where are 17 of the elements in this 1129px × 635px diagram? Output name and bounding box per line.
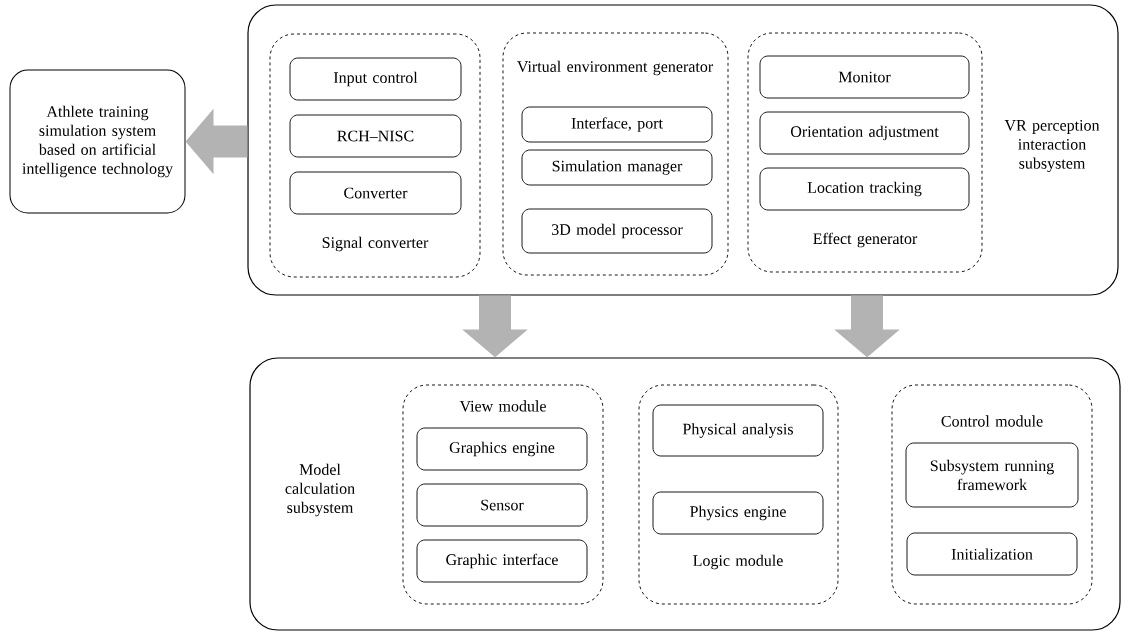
component-box: Orientation adjustment <box>759 111 970 155</box>
component-box: RCH–NISC <box>289 114 462 158</box>
component-box: Monitor <box>759 55 970 99</box>
component-box: 3D model processor <box>521 208 713 254</box>
component-box: Graphics engine <box>416 427 588 471</box>
component-box: Physics engine <box>652 491 824 535</box>
component-box: Converter <box>289 171 462 215</box>
component-box: Simulation manager <box>521 149 713 186</box>
component-box: Location tracking <box>759 167 970 211</box>
component-box: Physical analysis <box>652 404 824 457</box>
component-box: Graphic interface <box>416 539 588 583</box>
component-box: Sensor <box>416 483 588 527</box>
component-box: Input control <box>289 57 462 101</box>
system-box: Athlete training simulation system based on artificial intelligence technology <box>9 69 186 214</box>
component-box: Subsystem running framework <box>905 442 1079 508</box>
component-box: Initialization <box>906 532 1078 576</box>
component-box: Interface, port <box>521 106 713 143</box>
